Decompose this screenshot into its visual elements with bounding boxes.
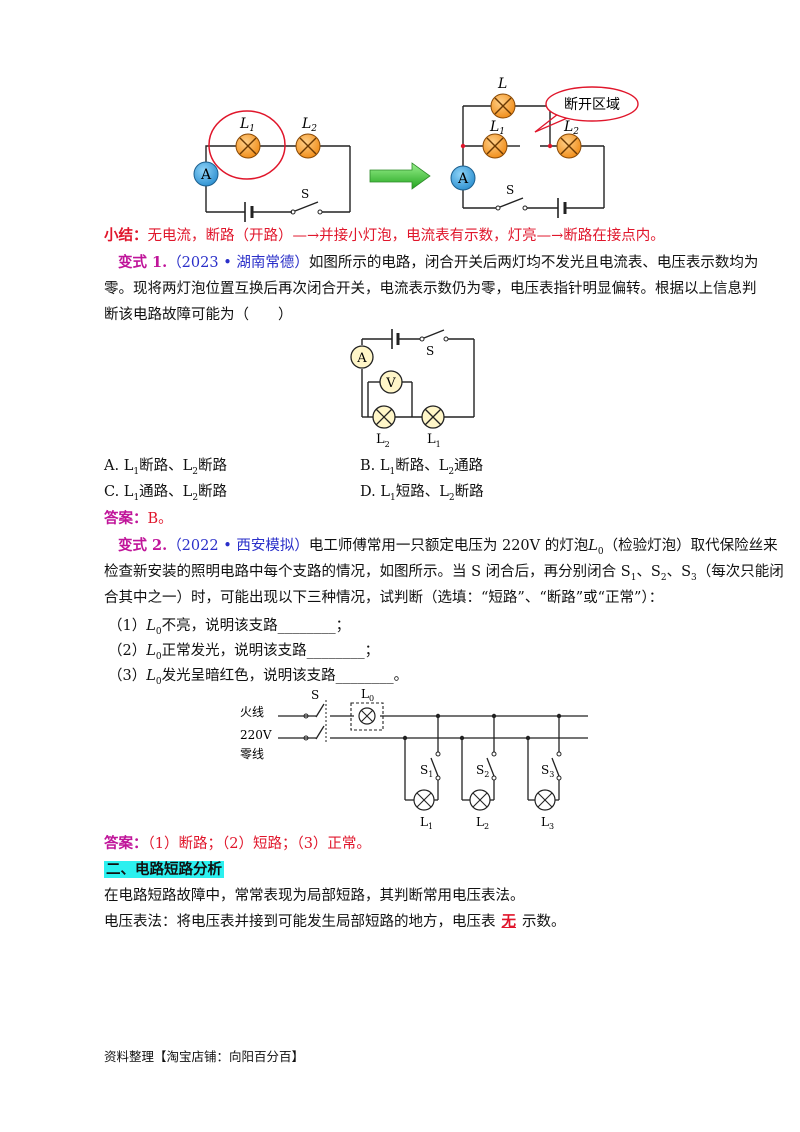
option-b: B. L1断路、L2通路 bbox=[360, 458, 484, 477]
right-circuit: A L L1 L2 S 断开区域 bbox=[450, 76, 639, 218]
lamp-icon bbox=[413, 789, 435, 811]
lamp-icon bbox=[358, 707, 376, 725]
variant2-label: 变式 2. bbox=[118, 537, 168, 554]
variant2-answer: 答案：（1）断路；（2）短路；（3）正常。 bbox=[104, 830, 371, 858]
switch-label: S bbox=[506, 183, 514, 197]
variant2-circuit: 火线 220V 零线 S L0 S1 bbox=[240, 688, 588, 831]
voltage-label: 220V bbox=[240, 728, 272, 742]
callout-text: 断开区域 bbox=[564, 97, 620, 113]
lamp-icon bbox=[421, 405, 445, 429]
section2-answer: 无 bbox=[501, 913, 517, 930]
switch-label: S bbox=[426, 344, 434, 358]
ammeter-label: A bbox=[200, 167, 212, 183]
summary-label: 小结： bbox=[104, 227, 148, 244]
variant2-line2: 检查新安装的照明电路中每个支路的情况，如图所示。当 S 闭合后，再分别闭合 S1… bbox=[104, 564, 784, 583]
lamp-l2-label: L2 bbox=[376, 432, 390, 449]
variant1-line3: 断该电路故障可能为（ ） bbox=[104, 307, 293, 323]
branch3-lamp-label: L3 bbox=[541, 815, 554, 831]
variant1-source-tag: （2023 • 湖南常德） bbox=[167, 255, 309, 271]
answer-label: 答案： bbox=[104, 835, 148, 852]
branch1-lamp-label: L1 bbox=[420, 815, 433, 831]
section2-paragraph-1: 在电路短路故障中，常常表现为局部短路，其判断常用电压表法。 bbox=[104, 888, 525, 904]
option-a: A. L1断路、L2断路 bbox=[104, 458, 227, 477]
option-c: C. L1通路、L2断路 bbox=[104, 484, 228, 503]
lamp0-label: L0 bbox=[361, 688, 374, 703]
option-d: D. L1短路、L2断路 bbox=[360, 484, 484, 503]
lamp2-label: L2 bbox=[563, 119, 579, 137]
branch2-lamp-label: L2 bbox=[476, 815, 489, 831]
variant2-item-3: （3）L0发光呈暗红色，说明该支路________。 bbox=[108, 668, 409, 687]
branch-2: S2 L2 bbox=[461, 716, 497, 831]
fault-circuit-figure: A L1 L2 S bbox=[193, 76, 639, 222]
branch2-switch-label: S2 bbox=[476, 763, 489, 779]
lamp-icon bbox=[469, 789, 491, 811]
live-wire-label: 火线 bbox=[240, 705, 264, 719]
lamp-icon bbox=[372, 405, 396, 429]
left-circuit: A L1 L2 S bbox=[193, 110, 351, 222]
highlight-ellipse bbox=[208, 110, 286, 180]
variant2-item-2: （2）L0正常发光，说明该支路________； bbox=[108, 643, 380, 662]
lamp-l-label: L bbox=[497, 76, 507, 92]
answer-text: （1）断路；（2）短路；（3）正常。 bbox=[147, 836, 371, 852]
lamp-icon bbox=[295, 133, 321, 159]
lamp-icon bbox=[482, 133, 508, 159]
variant2-line1: 变式 2.（2022 • 西安模拟）电工师傅常用一只额定电压为 220V 的灯泡… bbox=[118, 537, 778, 557]
summary-text: 无电流，断路（开路）—→并接小灯泡，电流表有示数，灯亮—→断路在接点内。 bbox=[147, 228, 665, 244]
summary-line: 小结：无电流，断路（开路）—→并接小灯泡，电流表有示数，灯亮—→断路在接点内。 bbox=[104, 222, 665, 250]
switch-label: S bbox=[301, 187, 309, 201]
lamp1-label: L1 bbox=[489, 119, 505, 137]
variant1-circuit: A V S L2 L1 bbox=[350, 329, 475, 449]
answer-label: 答案： bbox=[104, 510, 148, 527]
arrow-icon bbox=[369, 162, 431, 190]
lamp-icon bbox=[556, 133, 582, 159]
variant1-text: 如图所示的电路，闭合开关后两灯均不发光且电流表、电压表示数均为 bbox=[308, 255, 759, 271]
lamp-icon bbox=[235, 133, 261, 159]
page-footer: 资料整理【淘宝店铺：向阳百分百】 bbox=[104, 1049, 305, 1064]
callout-bubble: 断开区域 bbox=[534, 86, 639, 133]
variant2-line3: 合其中之一）时，可能出现以下三种情况，试判断（选填：“短路”、“断路”或“正常”… bbox=[104, 590, 664, 606]
neutral-wire-label: 零线 bbox=[240, 747, 264, 761]
branch-3: S3 L3 bbox=[527, 716, 562, 831]
lamp2-label: L2 bbox=[301, 116, 317, 134]
branch3-switch-label: S3 bbox=[541, 763, 554, 779]
lamp-l1-label: L1 bbox=[427, 432, 441, 449]
main-switch-label: S bbox=[311, 688, 319, 702]
ammeter-icon: A bbox=[350, 345, 374, 369]
ammeter-label: A bbox=[457, 171, 469, 187]
lamp-icon bbox=[534, 789, 556, 811]
section2-paragraph-2: 电压表法：将电压表并接到可能发生局部短路的地方，电压表无示数。 bbox=[104, 913, 566, 930]
variant1-line1: 变式 1.（2023 • 湖南常德）如图所示的电路，闭合开关后两灯均不发光且电流… bbox=[104, 249, 758, 277]
answer-text: B。 bbox=[147, 511, 173, 527]
lamp-icon bbox=[490, 93, 516, 119]
branch-1: S1 L1 bbox=[404, 716, 441, 831]
section2-heading: 二、电路短路分析 bbox=[104, 861, 224, 878]
voltmeter-icon: V bbox=[379, 370, 403, 394]
variant1-answer: 答案：B。 bbox=[104, 505, 173, 533]
variant2-item-1: （1）L0不亮，说明该支路________； bbox=[108, 618, 351, 637]
variant1-line2: 零。现将两灯泡位置互换后再次闭合开关，电流表示数仍为零，电压表指针明显偏转。根据… bbox=[104, 281, 757, 297]
ammeter-icon: A bbox=[450, 165, 476, 191]
voltmeter-label: V bbox=[385, 376, 396, 391]
branch1-switch-label: S1 bbox=[420, 763, 433, 779]
ammeter-label: A bbox=[356, 351, 367, 366]
variant1-label: 变式 1. bbox=[118, 254, 168, 271]
lamp1-label: L1 bbox=[239, 116, 255, 134]
ammeter-icon: A bbox=[193, 161, 219, 187]
variant2-source-tag: （2022 • 西安模拟） bbox=[167, 538, 309, 554]
